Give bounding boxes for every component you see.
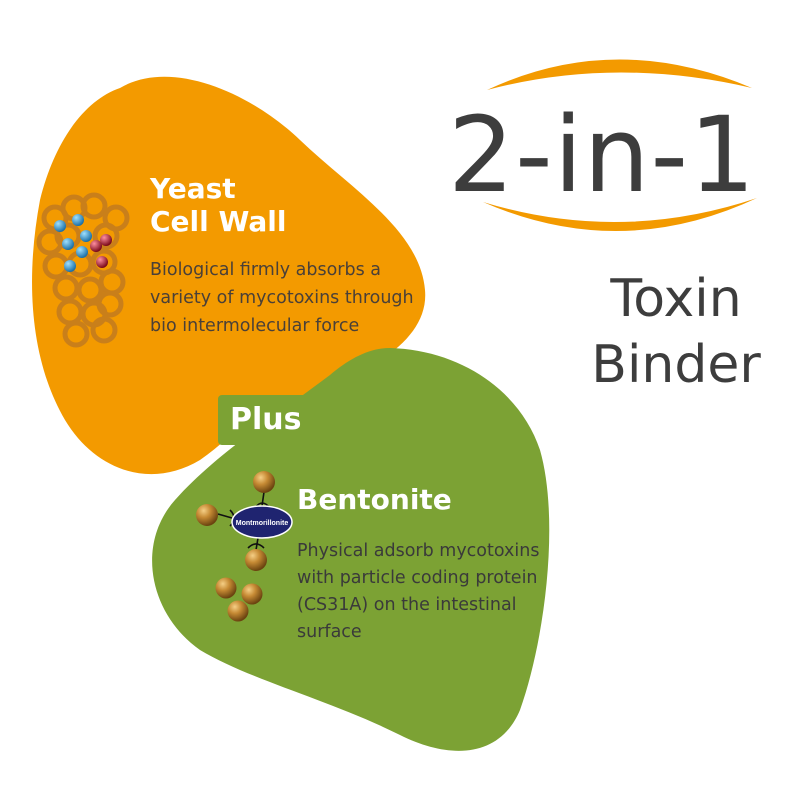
yeast-cell-wall-title: Yeast Cell Wall [150, 172, 350, 238]
plus-label: Plus [230, 402, 302, 437]
headline-2-in-1: 2-in-1 [448, 94, 757, 216]
bottom-arc-decoration [483, 198, 757, 232]
bentonite-description: Physical adsorb mycotoxins with particle… [297, 541, 540, 642]
product-name-line1: Toxin [610, 269, 742, 329]
montmorillonite-ellipse [231, 505, 293, 539]
yeast-cell-wall-graphic [36, 192, 130, 348]
yeast-title-line2: Cell Wall [150, 205, 287, 238]
yeast-description: Biological firmly absorbs a variety of m… [150, 260, 414, 336]
top-arc-decoration [487, 59, 752, 90]
yeast-blob [32, 76, 426, 475]
bentonite-molecule-graphic: Montmorillonite [196, 471, 293, 622]
product-name-line2: Binder [591, 335, 761, 395]
yeast-title-line1: Yeast [150, 172, 236, 205]
bentonite-blob [152, 348, 550, 751]
bentonite-title: Bentonite [297, 483, 452, 516]
plus-tab [218, 395, 312, 445]
montmorillonite-label: Montmorillonite [236, 520, 289, 527]
toxin-molecules [54, 214, 112, 272]
product-name: Toxin Binder [566, 266, 786, 398]
